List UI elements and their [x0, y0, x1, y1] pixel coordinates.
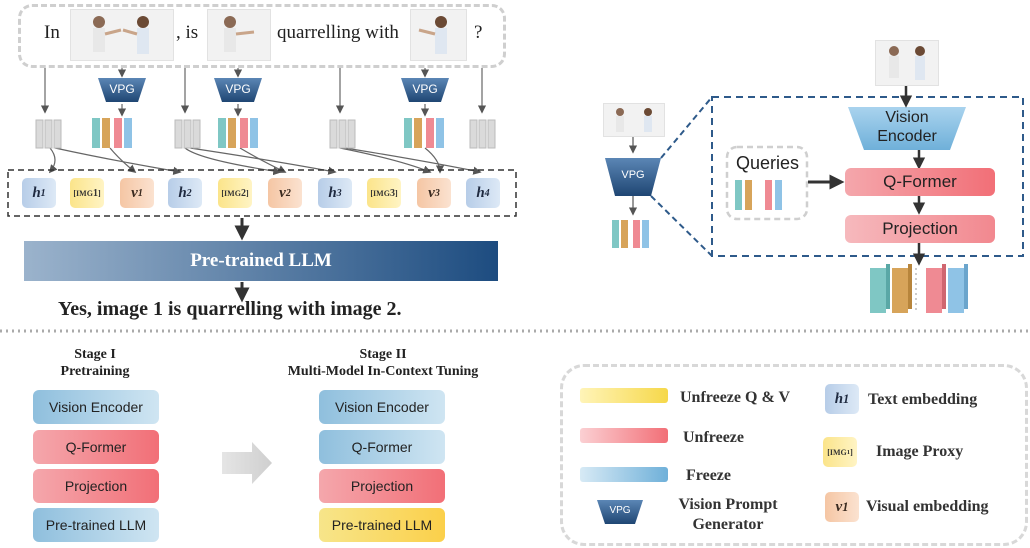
stage2-title: Stage II Multi-Model In-Context Tuning — [287, 347, 479, 379]
token-row-frame — [7, 169, 517, 217]
stage1-projection: Projection — [33, 469, 159, 503]
output-embedding-bars — [870, 264, 968, 313]
vpg-label-2: VPG — [225, 82, 251, 96]
stage2-projection: Projection — [319, 469, 445, 503]
legend-vpg-icon-label: VPG — [609, 505, 631, 516]
legend-unfreeze-label: Unfreeze — [683, 429, 744, 446]
sentence-word-in: In — [44, 22, 60, 43]
right-large-image — [875, 40, 939, 86]
legend-freeze-label: Freeze — [686, 467, 731, 484]
stage2-vision-encoder: Vision Encoder — [319, 390, 445, 424]
legend-freeze-swatch — [580, 467, 668, 482]
image-2 — [207, 9, 271, 61]
stage2-llm: Pre-trained LLM — [319, 508, 445, 542]
legend-visual-embedding-label: Visual embedding — [866, 498, 989, 515]
legend-unfreeze-swatch — [580, 428, 668, 443]
right-vpg-label: VPG — [621, 169, 645, 181]
right-small-image — [603, 103, 665, 137]
qformer-box: Q-Former — [845, 168, 995, 196]
stage2-qformer: Q-Former — [319, 430, 445, 464]
vpg-label-1: VPG — [109, 82, 135, 96]
vpg-trapezoids — [98, 78, 449, 102]
vision-encoder-label: Vision Encoder — [877, 109, 937, 145]
zoom-frame — [711, 96, 1024, 257]
text-embedding-stacks — [35, 119, 496, 149]
legend-image-proxy-label: Image Proxy — [876, 443, 964, 460]
stage-transition-arrow — [222, 442, 272, 484]
legend-unfreeze-qv-label: Unfreeze Q & V — [680, 389, 791, 406]
llm-bar-rect — [24, 241, 498, 281]
sentence-word-quarrelling: quarrelling with — [277, 22, 399, 43]
legend-unfreeze-qv-swatch — [580, 388, 668, 403]
image-3 — [410, 9, 467, 61]
visual-query-stacks — [92, 118, 444, 148]
vpg-label-3: VPG — [412, 82, 438, 96]
legend-frame — [560, 364, 1028, 546]
sentence-word-question: ? — [474, 22, 483, 43]
image-1 — [70, 9, 174, 61]
legend-text-embedding-label: Text embedding — [868, 391, 978, 408]
vision-encoder-shape — [848, 107, 966, 150]
stage1-qformer: Q-Former — [33, 430, 159, 464]
right-vpg-group — [605, 96, 713, 257]
stage1-title: Stage I Pretraining — [60, 347, 130, 379]
projection-box: Projection — [845, 215, 995, 243]
stage1-vision-encoder: Vision Encoder — [33, 390, 159, 424]
queries-label: Queries — [736, 153, 800, 173]
stage1-llm: Pre-trained LLM — [33, 508, 159, 542]
queries-frame — [725, 145, 809, 221]
legend-vpg-shape — [597, 500, 643, 524]
legend-vpg-label: Vision Prompt Generator — [678, 496, 778, 533]
answer-text: Yes, image 1 is quarrelling with image 2… — [58, 298, 402, 320]
sentence-word-is: , is — [176, 22, 199, 43]
llm-bar-label: Pre-trained LLM — [190, 250, 332, 271]
